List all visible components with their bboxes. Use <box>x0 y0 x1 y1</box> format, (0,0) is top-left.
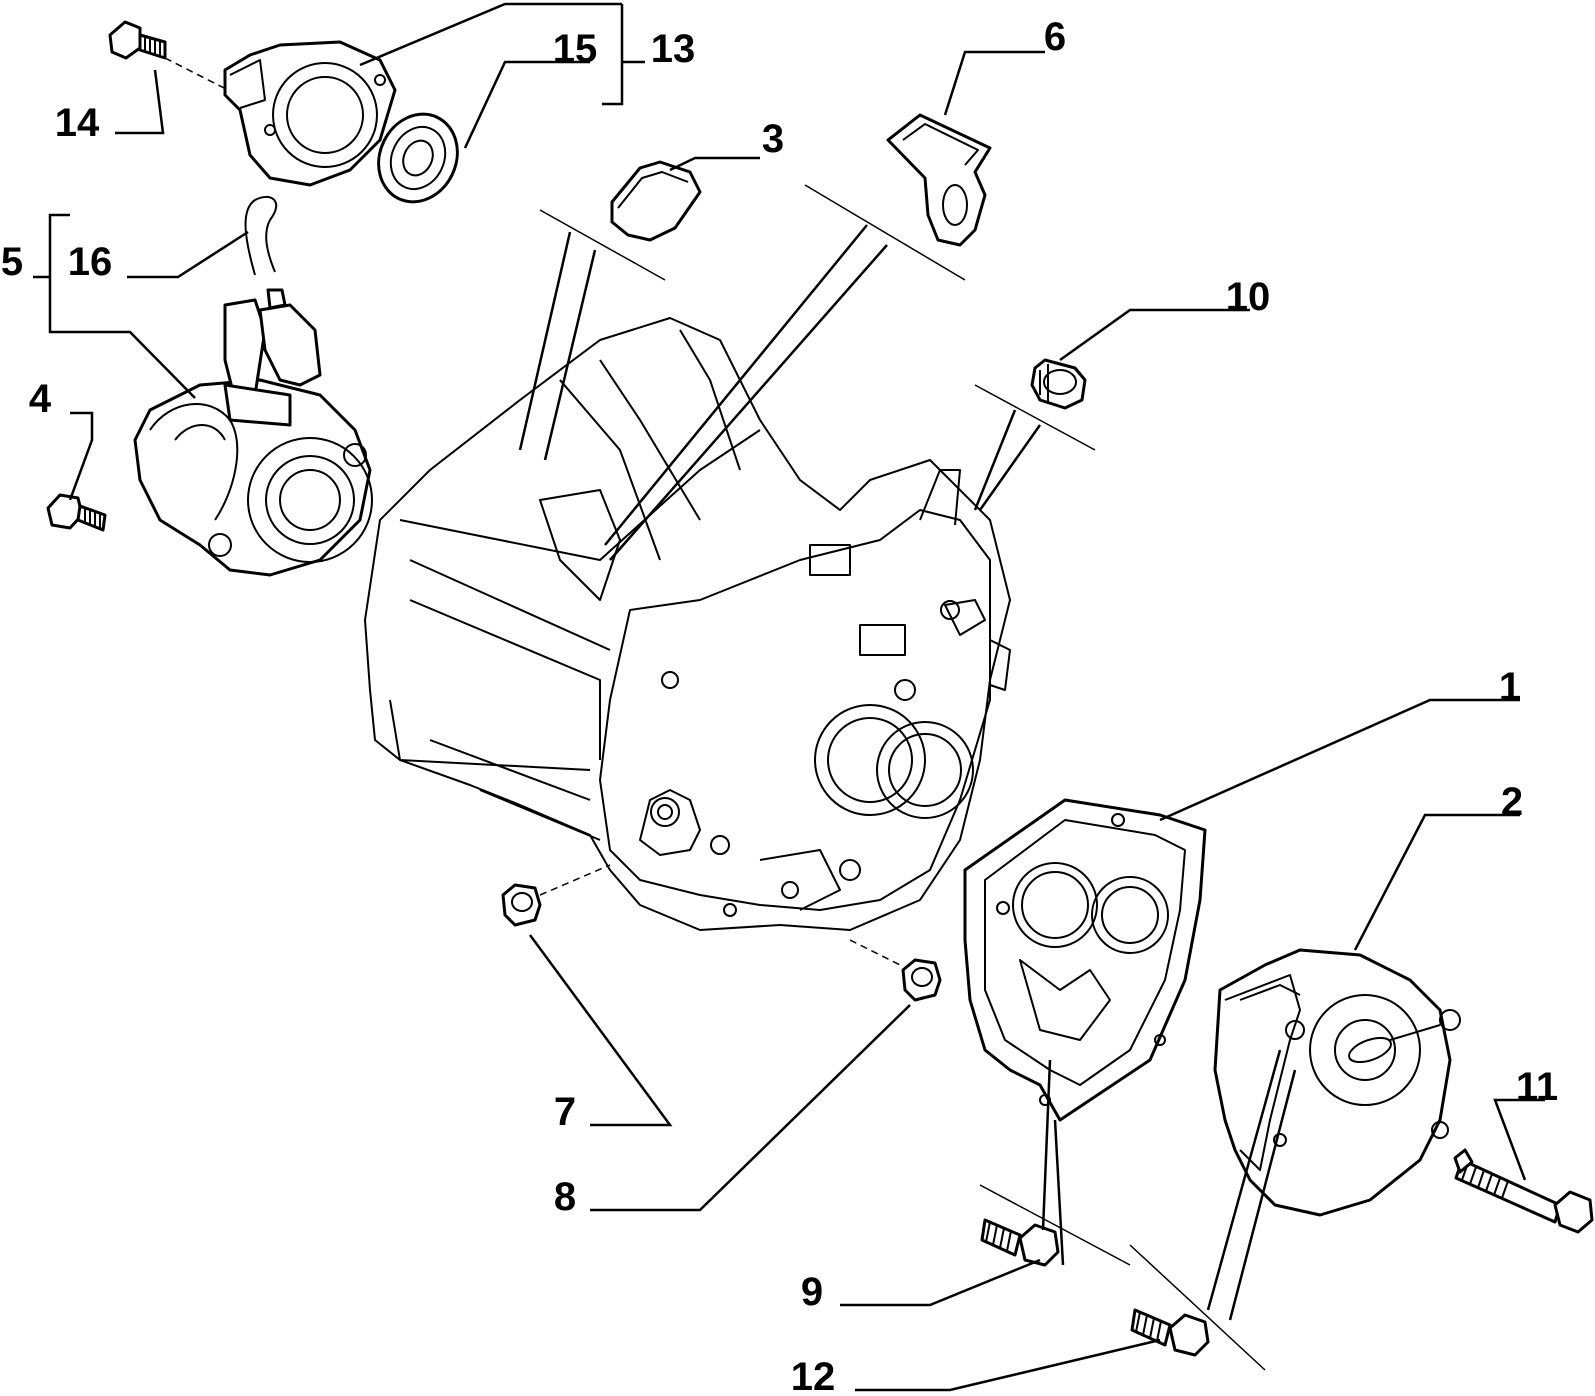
part-15-seal-ring <box>377 112 459 204</box>
gearbox-housing <box>364 317 1011 931</box>
part-16-o-ring <box>244 195 278 276</box>
callout-11: 11 <box>1516 1065 1558 1109</box>
callout-2: 2 <box>1501 780 1523 824</box>
part-3-pad <box>610 160 702 242</box>
part-2-rear-cover <box>1213 948 1461 1217</box>
leader-lines <box>33 2 1545 1392</box>
callout-13: 13 <box>651 27 696 71</box>
callout-14: 14 <box>55 101 100 145</box>
part-8-plug <box>901 958 942 1002</box>
callout-5: 5 <box>1 240 23 284</box>
part-6-bracket <box>886 113 992 247</box>
callout-labels: 1 2 3 4 5 6 7 8 9 10 11 12 13 14 15 16 <box>1 15 1558 1396</box>
callout-1: 1 <box>1499 665 1521 709</box>
callout-8: 8 <box>554 1175 576 1219</box>
callout-4: 4 <box>29 377 52 421</box>
part-1-intermediate-plate <box>963 798 1207 1122</box>
callout-7: 7 <box>554 1090 576 1134</box>
callout-3: 3 <box>762 117 784 161</box>
callout-9: 9 <box>801 1270 823 1314</box>
part-7-plug <box>501 883 542 927</box>
part-14-bolt <box>108 20 167 60</box>
callout-12: 12 <box>791 1355 836 1396</box>
callout-15: 15 <box>553 27 598 71</box>
part-4-bolt <box>46 493 107 532</box>
part-10-plug <box>1030 358 1087 410</box>
part-13-bearing-housing <box>223 40 397 187</box>
part-12-bolt <box>1130 1308 1210 1357</box>
callout-16: 16 <box>68 240 113 284</box>
callout-10: 10 <box>1226 275 1271 319</box>
part-5-slave-cylinder <box>133 288 373 577</box>
part-11-bolt <box>1453 1148 1594 1234</box>
callout-6: 6 <box>1044 15 1066 59</box>
part-9-bolt <box>980 1218 1060 1267</box>
